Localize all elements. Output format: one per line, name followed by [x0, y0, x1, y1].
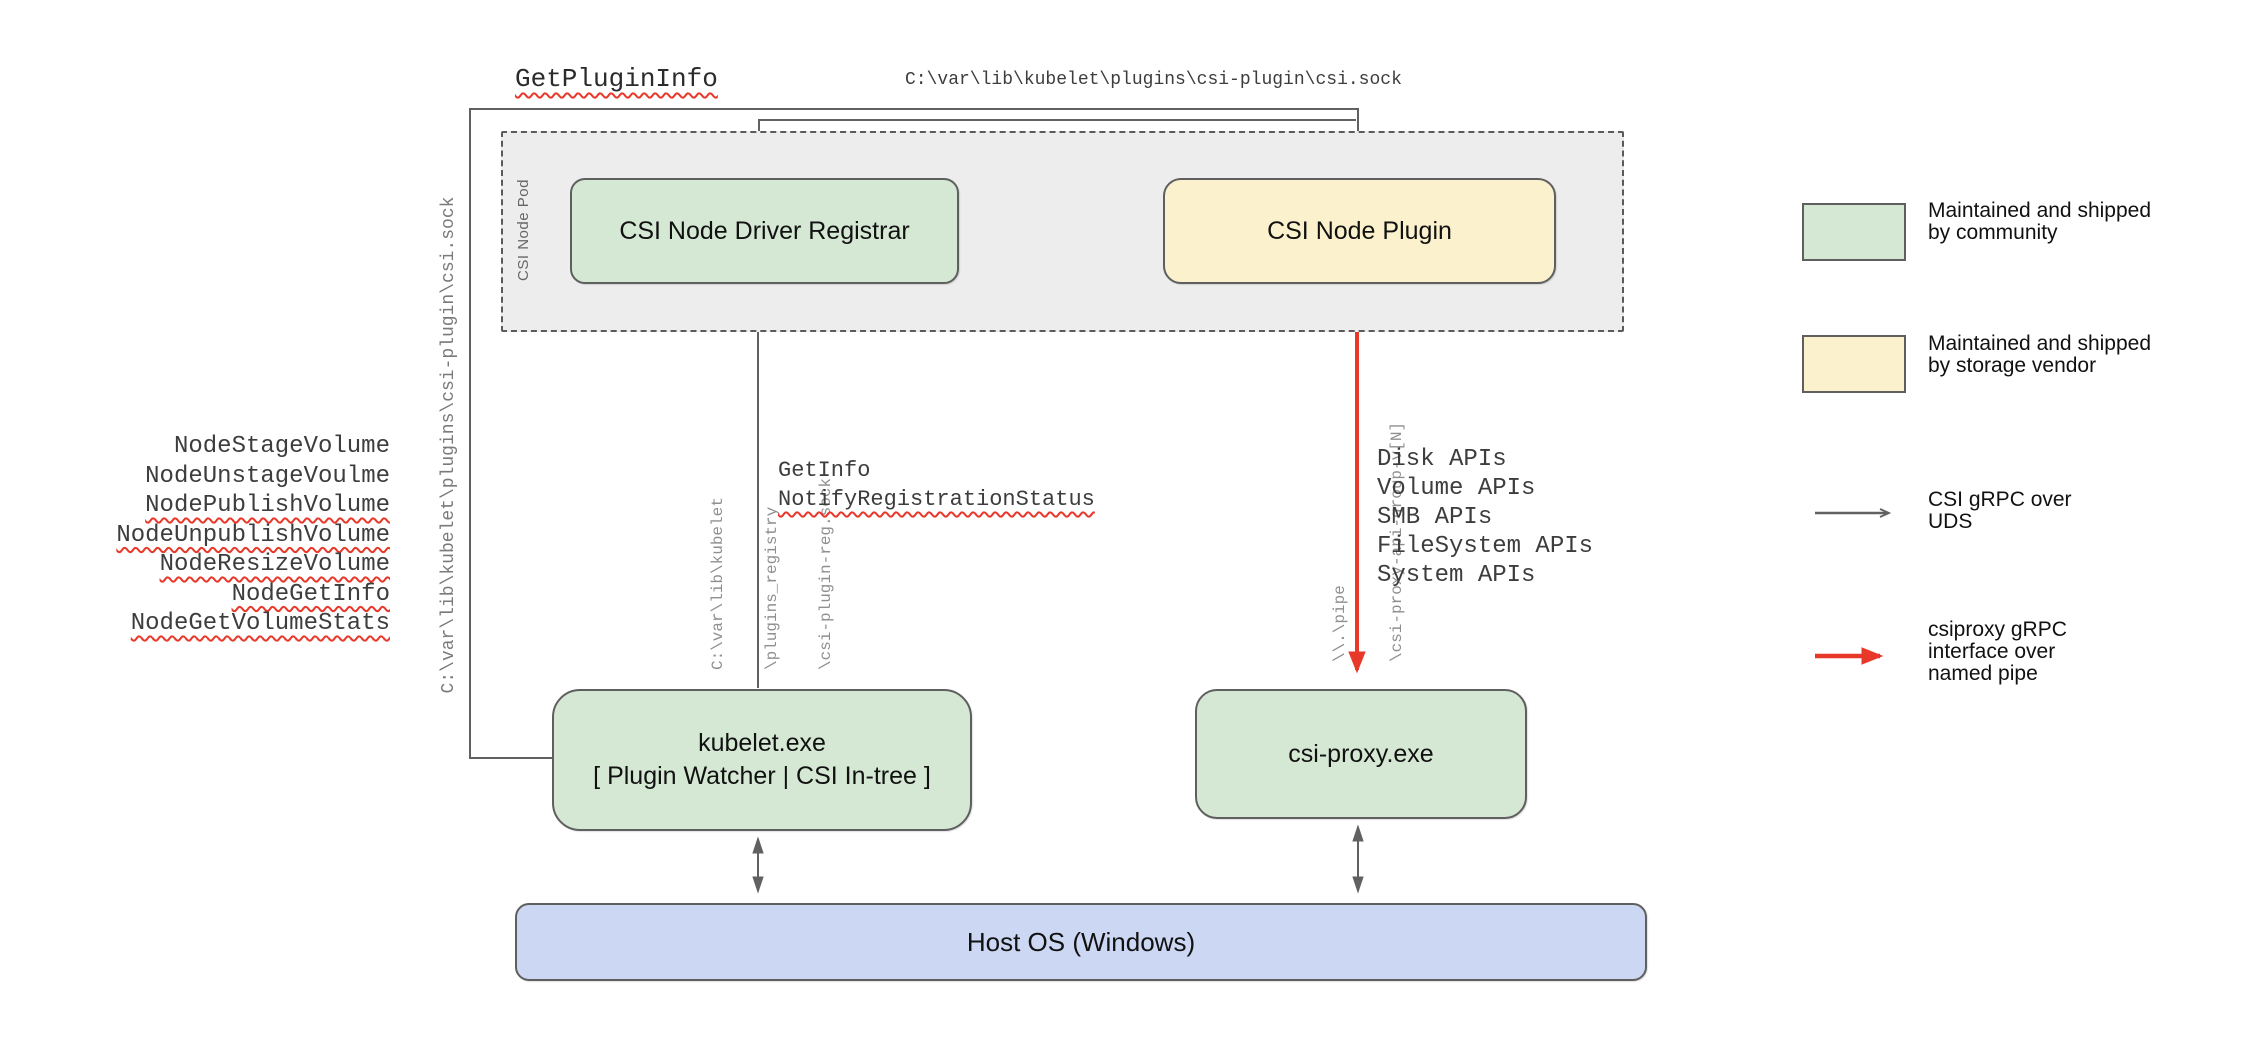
legend-uds-line2: UDS	[1928, 510, 1973, 533]
legend-vendor-swatch	[1802, 335, 1906, 393]
node-rpc-item: NodeGetVolumeStats	[130, 610, 390, 637]
get-info-label: GetInfo	[778, 458, 871, 483]
kubelet-to-plugin-line	[469, 108, 1364, 759]
legend-community-line2: by community	[1928, 221, 2058, 244]
registrar-socket-line1: C:\var\lib\kubelet	[709, 497, 727, 670]
proxy-api-list: Disk APIs Volume APIs SMB APIs FileSyste…	[1377, 445, 1593, 590]
node-rpc-item: NodeUnstageVoulme	[145, 462, 390, 490]
proxy-api-item: FileSystem APIs	[1377, 533, 1594, 560]
legend-community-label: Maintained and shipped by community	[1928, 200, 2151, 244]
kubelet-label-line2: [ Plugin Watcher | CSI In-tree ]	[593, 762, 931, 790]
proxy-api-item: Volume APIs	[1377, 475, 1536, 502]
host-os-box: Host OS (Windows)	[515, 903, 1647, 981]
legend-vendor-line2: by storage vendor	[1928, 354, 2097, 377]
legend-pipe-label: csiproxy gRPC interface over named pipe	[1928, 619, 2067, 685]
registrar-socket-path-label: C:\var\lib\kubelet \plugins_registry \cs…	[673, 460, 835, 670]
top-socket-path-label: C:\var\lib\kubelet\plugins\csi-plugin\cs…	[905, 70, 1402, 90]
csi-node-plugin-box: CSI Node Plugin	[1163, 178, 1556, 284]
named-pipe-path-label: \\.\pipe \csi-proxy-api-group-v[N]	[1293, 392, 1406, 662]
legend-pipe-line2: interface over	[1928, 640, 2056, 663]
kubelet-box: kubelet.exe [ Plugin Watcher | CSI In-tr…	[552, 689, 972, 831]
csi-node-driver-registrar-box: CSI Node Driver Registrar	[570, 178, 959, 284]
node-rpc-list: NodeStageVolume NodeUnstageVoulme NodePu…	[100, 432, 390, 639]
csi-node-plugin-label: CSI Node Plugin	[1267, 216, 1452, 245]
left-socket-path-label: C:\var\lib\kubelet\plugins\csi-plugin\cs…	[439, 196, 459, 694]
get-plugin-info-label: GetPluginInfo	[515, 64, 718, 94]
csi-proxy-box: csi-proxy.exe	[1195, 689, 1527, 819]
legend-pipe-line1: csiproxy gRPC	[1928, 618, 2067, 641]
legend-vendor-label: Maintained and shipped by storage vendor	[1928, 333, 2151, 377]
registration-rpcs-label: GetInfo NotifyRegistrationStatus	[778, 456, 1095, 514]
pipe-path-line1: \\.\pipe	[1331, 585, 1349, 662]
legend-community-swatch	[1802, 203, 1906, 261]
legend-community-line1: Maintained and shipped	[1928, 199, 2152, 222]
legend-vendor-line1: Maintained and shipped	[1928, 332, 2152, 355]
node-rpc-item: NodeUnpublishVolume	[116, 521, 390, 549]
csi-proxy-label: csi-proxy.exe	[1288, 739, 1434, 768]
host-os-label: Host OS (Windows)	[966, 926, 1196, 957]
legend-uds-line1: CSI gRPC over	[1928, 488, 2072, 511]
node-rpc-item: NodeStageVolume	[173, 433, 390, 460]
legend-pipe-line3: named pipe	[1928, 662, 2038, 685]
kubelet-label-line1: kubelet.exe	[698, 729, 826, 757]
csi-node-driver-registrar-label: CSI Node Driver Registrar	[619, 216, 910, 245]
node-rpc-item: NodeGetInfo	[231, 580, 390, 608]
proxy-api-item: SMB APIs	[1377, 504, 1493, 531]
notify-registration-status-label: NotifyRegistrationStatus	[778, 487, 1095, 512]
proxy-api-item: Disk APIs	[1377, 446, 1507, 473]
node-rpc-item: NodePublishVolume	[145, 492, 390, 519]
proxy-api-item: System APIs	[1377, 562, 1536, 589]
node-rpc-item: NodeResizeVolume	[159, 551, 390, 578]
legend-uds-label: CSI gRPC over UDS	[1928, 489, 2072, 533]
csi-node-pod-label: CSI Node Pod	[515, 179, 532, 281]
